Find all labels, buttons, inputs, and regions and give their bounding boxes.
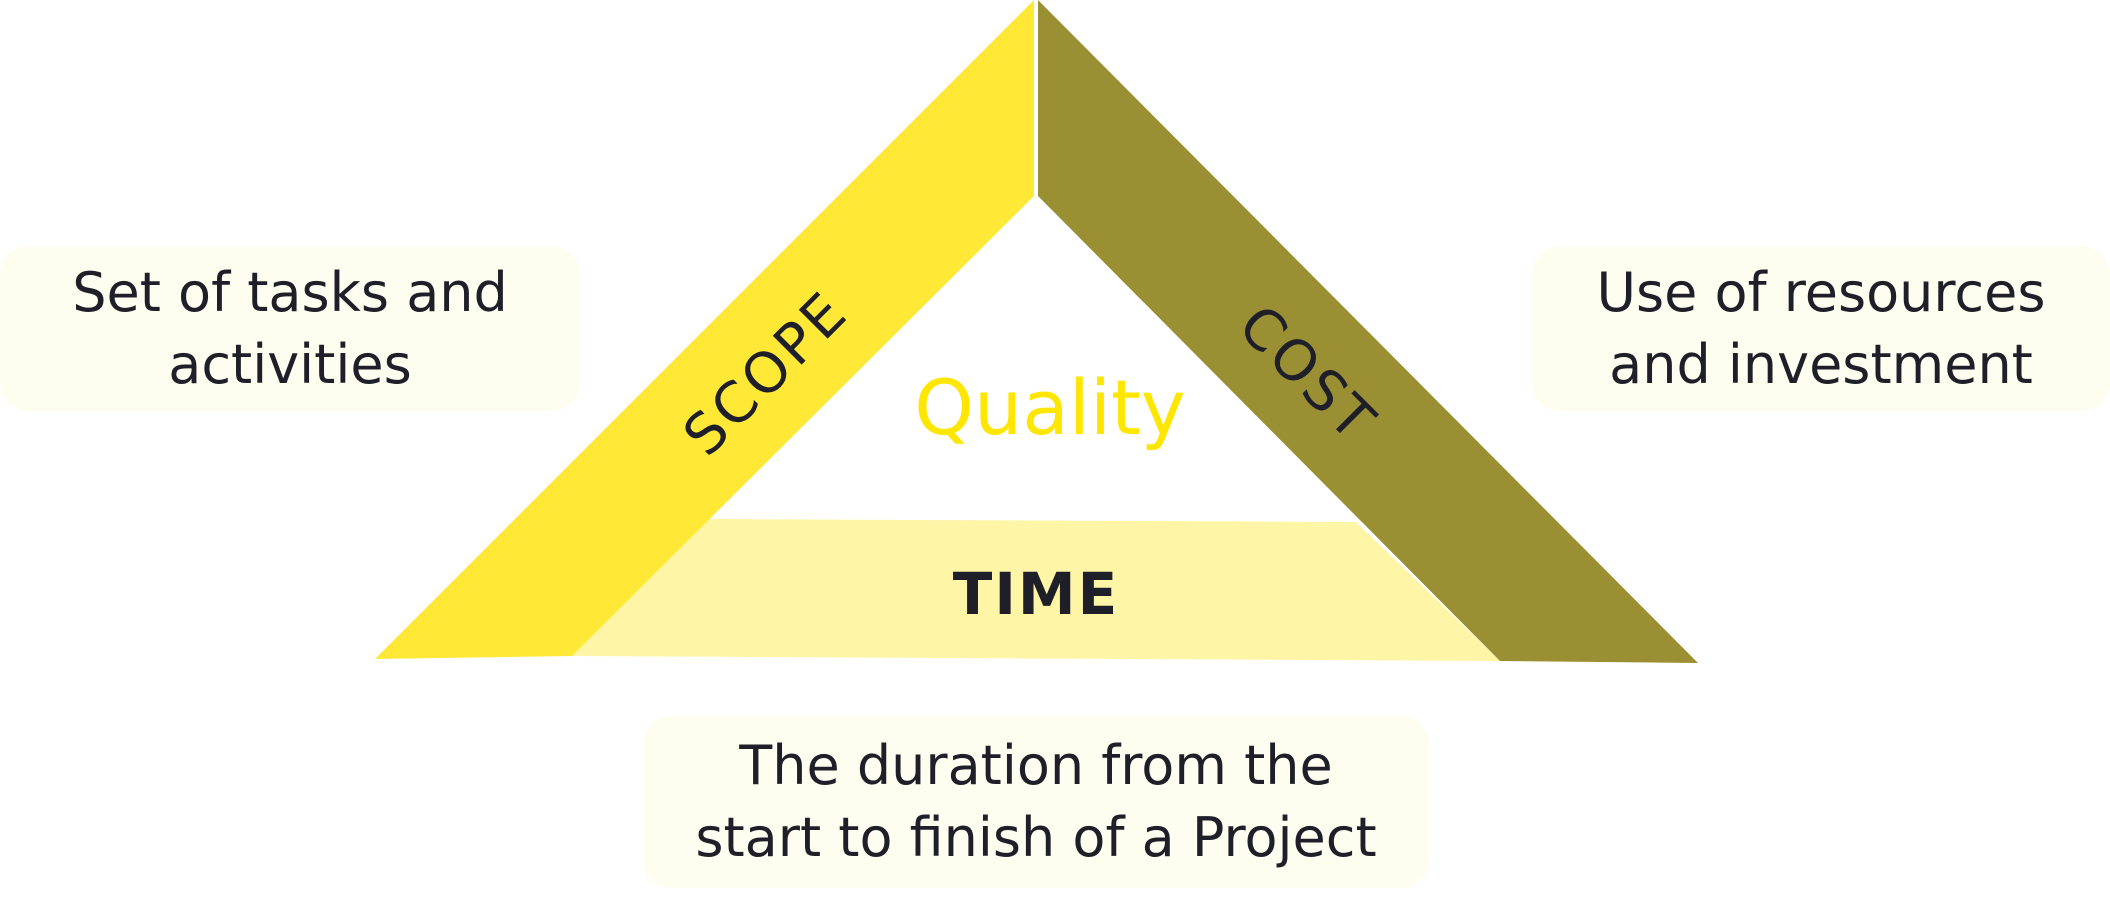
cost-band	[1038, 0, 1698, 663]
scope-band	[375, 0, 1034, 659]
cost-callout-line-1: Use of resources	[1596, 260, 2046, 324]
time-callout-line-2: start to finish of a Project	[695, 806, 1377, 869]
time-callout-line-1: The duration from the	[739, 734, 1333, 797]
time-band	[572, 519, 1500, 661]
scope-callout-line-1: Set of tasks and	[72, 260, 508, 324]
quality-label: Quality	[914, 363, 1186, 452]
scope-callout: Set of tasks and activities	[0, 246, 580, 411]
time-callout: The duration from the start to finish of…	[643, 716, 1429, 888]
time-label: TIME	[953, 560, 1119, 628]
scope-callout-line-2: activities	[168, 332, 412, 396]
cost-callout: Use of resources and investment	[1532, 246, 2110, 411]
cost-callout-line-2: and investment	[1609, 332, 2033, 396]
